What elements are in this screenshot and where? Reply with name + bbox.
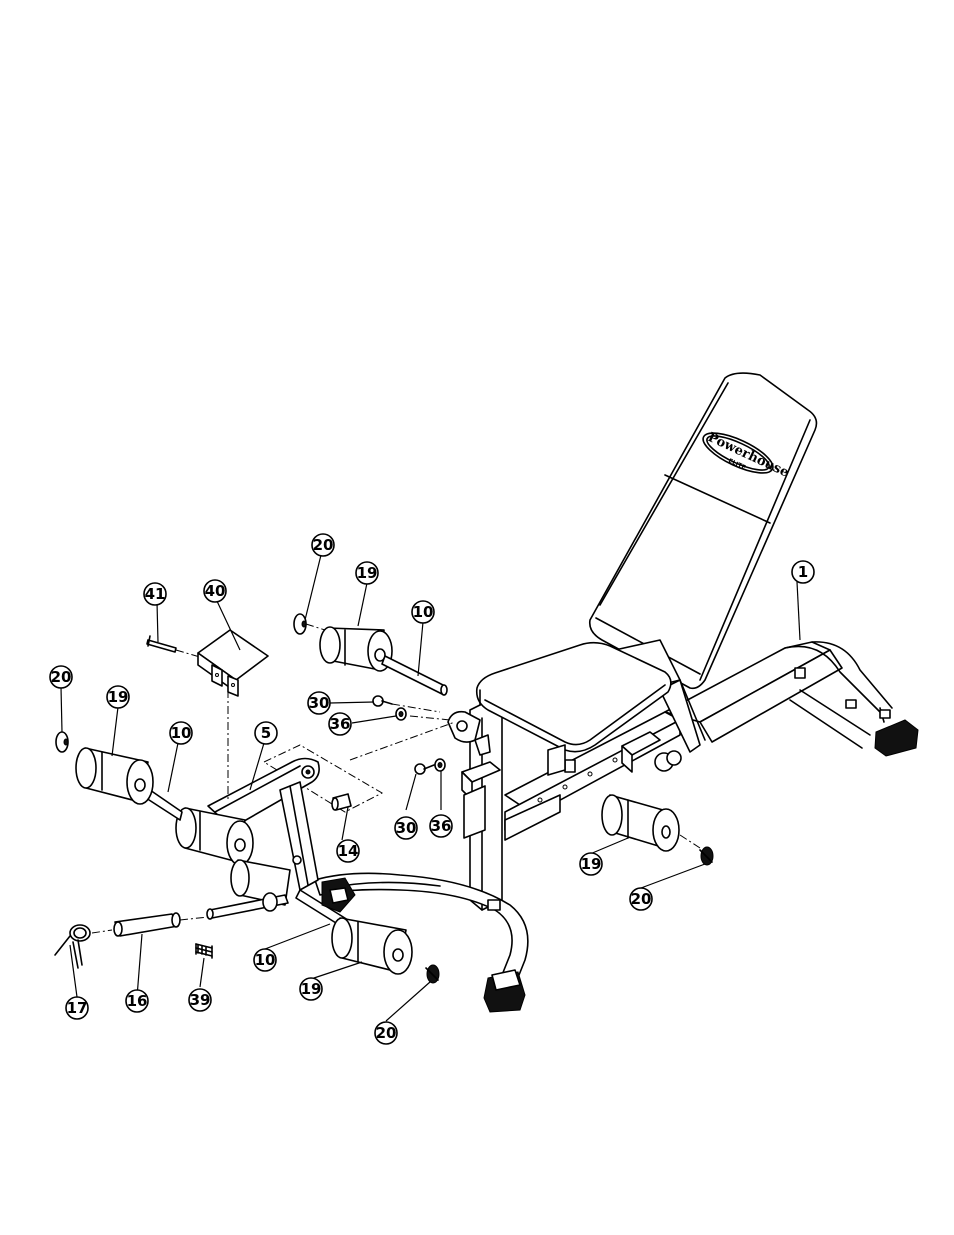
callout-36-lower-label: 36 [431,817,452,835]
callout-36-upper: 36 [328,712,352,736]
callout-30-lower-label: 30 [396,819,417,837]
leg-extension-arm [55,731,440,984]
callout-19-left-label: 19 [108,688,129,706]
callout-14-label: 14 [338,842,359,860]
callout-10-lower: 10 [253,948,277,972]
callout-30-upper-label: 30 [309,694,330,712]
callout-20-right-label: 20 [631,890,652,908]
callout-10-left: 10 [169,721,193,745]
callout-5: 5 [254,721,278,745]
spring-39 [195,943,213,959]
callout-41-label: 41 [145,585,166,603]
callout-19-right: 19 [579,852,603,876]
callout-41: 41 [143,582,167,606]
seat-pad [475,641,672,776]
callout-10-upper-label: 10 [413,603,434,621]
callout-20-left-label: 20 [51,668,72,686]
callout-20-upper: 20 [311,533,335,557]
callout-20-upper-label: 20 [313,536,334,554]
callout-36-upper-label: 36 [330,715,351,733]
callout-20-lower-label: 20 [376,1024,397,1042]
callout-16-label: 16 [127,992,148,1010]
upper-roller-assembly [262,613,491,813]
callout-10-left-label: 10 [171,724,192,742]
callout-19-upper: 19 [355,561,379,585]
callout-40-label: 40 [205,582,226,600]
callout-1: 1 [791,560,815,584]
callout-39: 39 [188,988,212,1012]
callout-36-lower: 36 [429,814,453,838]
callout-19-upper-label: 19 [357,564,378,582]
callout-5-label: 5 [261,724,271,742]
bench-frame [314,641,919,1013]
callout-16: 16 [125,989,149,1013]
callout-20-lower: 20 [374,1021,398,1045]
callout-17: 17 [65,996,89,1020]
callout-40: 40 [203,579,227,603]
callout-1-label: 1 [798,563,808,581]
callout-30-lower: 30 [394,816,418,840]
callout-10-upper: 10 [411,600,435,624]
callout-17-label: 17 [67,999,88,1017]
callout-19-left: 19 [106,685,130,709]
callout-30-upper: 30 [307,691,331,715]
callout-19-lower-label: 19 [301,980,322,998]
callout-39-label: 39 [190,991,211,1009]
callout-19-right-label: 19 [581,855,602,873]
small-parts [54,629,269,969]
callout-10-lower-label: 10 [255,951,276,969]
backrest-pad: Powerhouse ELITE [588,372,818,753]
callout-19-lower: 19 [299,977,323,1001]
callout-20-left: 20 [49,665,73,689]
right-roller-assembly [601,794,714,866]
leader-lines [60,554,801,1022]
callout-20-right: 20 [629,887,653,911]
callout-14: 14 [336,839,360,863]
